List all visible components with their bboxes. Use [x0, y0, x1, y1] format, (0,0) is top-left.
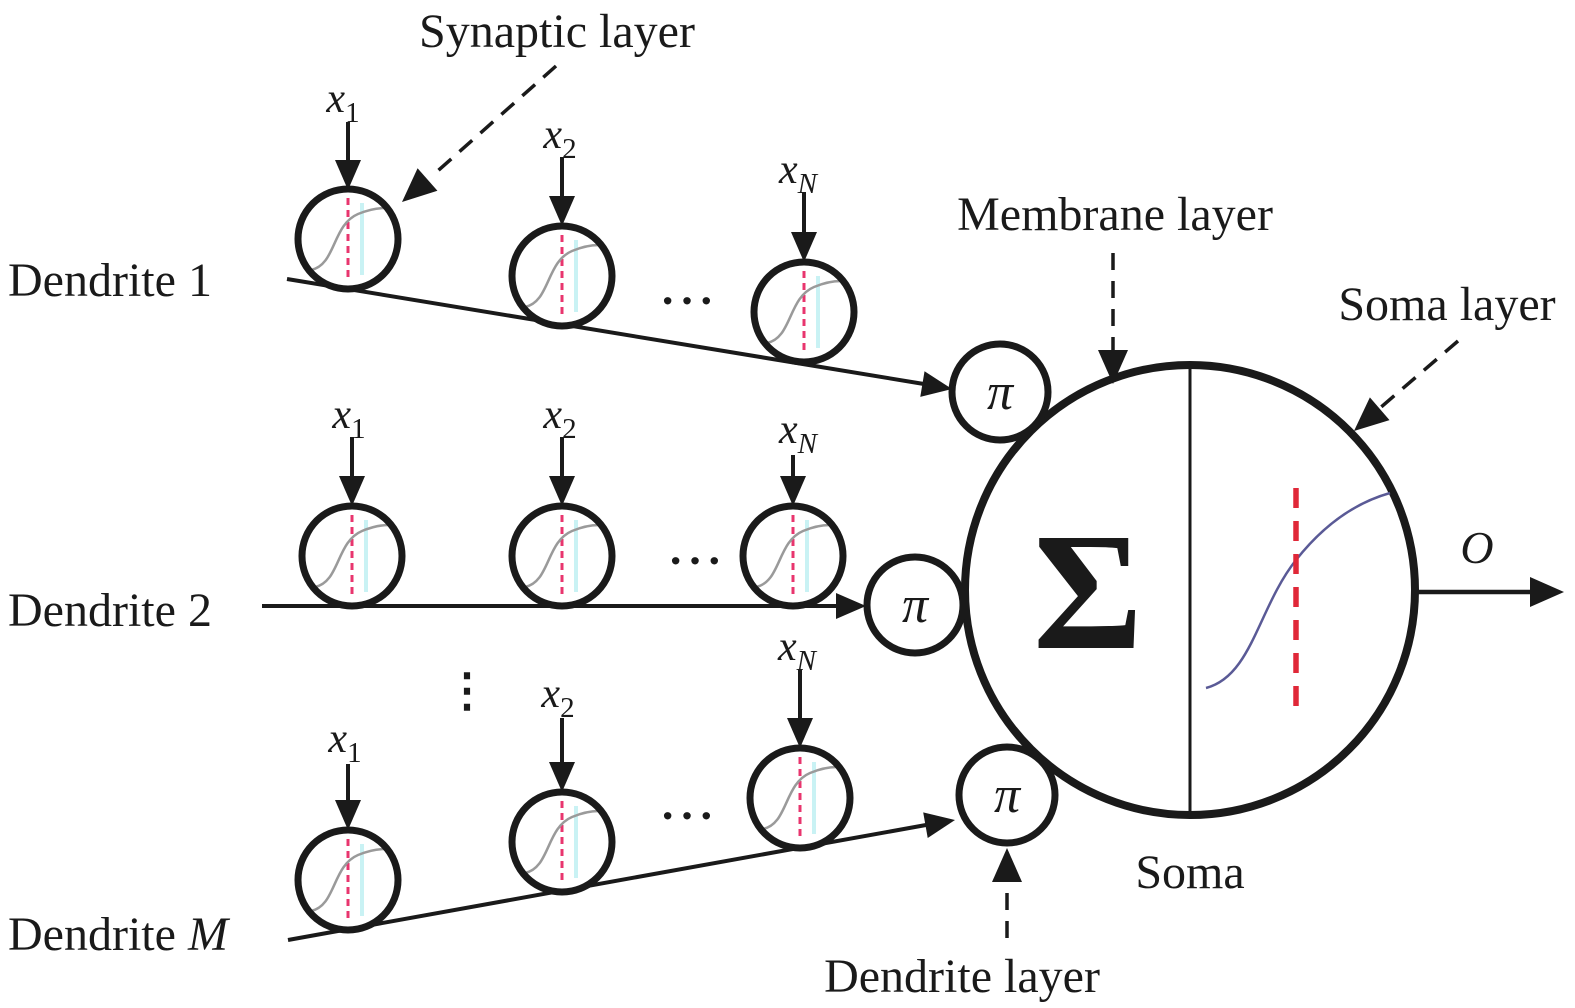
- input-label-x2: x2: [542, 112, 576, 165]
- input-label-x1: x1: [331, 392, 365, 445]
- row-ellipsis: ···: [660, 790, 718, 841]
- input-arrowhead-icon: [791, 232, 817, 262]
- soma-layer-label: Soma layer: [1338, 278, 1555, 331]
- dendrite-m-arrowhead-icon: [923, 807, 958, 839]
- input-arrowhead-icon: [549, 196, 575, 226]
- synapse-node: [512, 506, 612, 606]
- synaptic-layer-arrowhead-icon: [392, 168, 438, 214]
- output: O: [1416, 522, 1564, 607]
- input-arrowhead-icon: [780, 476, 806, 506]
- synapse-node: [743, 506, 843, 606]
- pi-symbol: π: [902, 577, 930, 634]
- dendrite-layer-annotation: Dendrite layer: [824, 848, 1100, 1003]
- membrane-layer-annotation: Membrane layer: [957, 188, 1273, 384]
- output-label: O: [1460, 522, 1493, 573]
- synaptic-layer-annotation: Synaptic layer: [392, 5, 695, 214]
- row-ellipsis: ···: [660, 275, 718, 326]
- output-arrowhead-icon: [1530, 577, 1564, 607]
- soma-layer-annotation: Soma layer: [1338, 278, 1556, 443]
- input-label-x1: x1: [327, 716, 361, 769]
- synapse-node: [302, 506, 402, 606]
- synapse-node: [754, 262, 854, 362]
- input-label-x2: x2: [540, 671, 574, 724]
- input-label-xn: xN: [778, 407, 819, 460]
- synapse-node: [512, 792, 612, 892]
- pi-symbol: π: [994, 767, 1022, 824]
- input-arrowhead-icon: [549, 476, 575, 506]
- input-label-xn: xN: [777, 624, 818, 677]
- input-label-xn: xN: [778, 147, 819, 200]
- synapse-node: [298, 189, 398, 289]
- input-arrowhead-icon: [549, 762, 575, 792]
- input-label-x1: x1: [325, 76, 359, 129]
- soma-activation-curve: [1205, 491, 1391, 690]
- membrane-layer-label: Membrane layer: [957, 188, 1273, 241]
- row-ellipsis: ···: [668, 535, 726, 586]
- pi-node-dendrite-1: π: [948, 340, 1052, 444]
- dendrite-layer-arrowhead-icon: [992, 848, 1022, 882]
- pi-symbol: π: [987, 364, 1015, 421]
- sigma-symbol: Σ: [1033, 499, 1143, 685]
- dendrite-1-line: [286, 277, 925, 386]
- synapse-node: [298, 830, 398, 930]
- synapse-node: [750, 748, 850, 848]
- synapse-node: [512, 226, 612, 326]
- dendrite-layer-label: Dendrite layer: [824, 950, 1100, 1003]
- input-arrowhead-icon: [339, 476, 365, 506]
- soma-layer-pointer: [1378, 339, 1460, 410]
- input-label-x2: x2: [542, 392, 576, 445]
- synaptic-layer-label: Synaptic layer: [419, 5, 695, 58]
- dendrite-2-arrowhead-icon: [836, 593, 866, 619]
- pi-node-dendrite-m: π: [955, 743, 1059, 847]
- soma-label: Soma: [1135, 846, 1244, 899]
- synaptic-layer-pointer: [430, 64, 558, 178]
- input-arrowhead-icon: [787, 718, 813, 748]
- dendrite-ellipsis: ⋮: [444, 665, 490, 716]
- soma-node: Σ: [961, 361, 1419, 819]
- input-arrowhead-icon: [335, 800, 361, 830]
- pi-node-dendrite-2: π: [863, 553, 967, 657]
